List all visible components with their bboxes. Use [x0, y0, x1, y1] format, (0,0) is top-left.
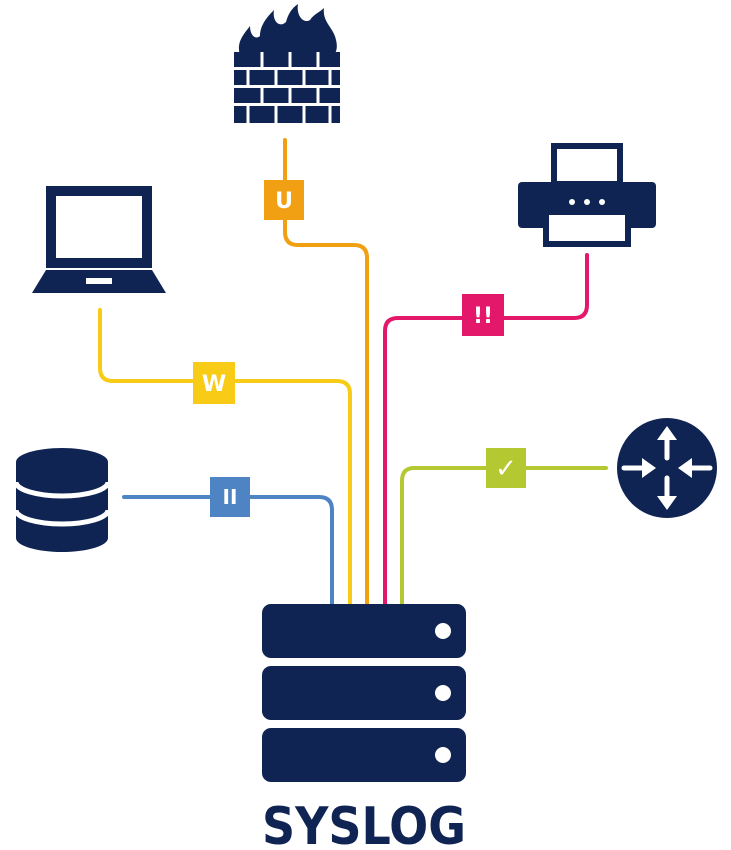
- router-icon: [617, 418, 717, 518]
- firewall-line: [283, 138, 369, 607]
- firewall-icon: [234, 4, 340, 123]
- badge-database: II: [210, 477, 250, 517]
- syslog-server-icon: [262, 604, 466, 782]
- syslog-title: SYSLOG: [262, 797, 466, 850]
- badge-label-info: II: [223, 485, 238, 509]
- badge-label-check: ✓: [495, 454, 517, 484]
- badge-router: ✓: [486, 448, 526, 488]
- database-icon: [13, 448, 111, 552]
- badge-laptop: W: [193, 362, 235, 404]
- laptop-icon: [32, 186, 166, 293]
- badge-label-warning: !!: [473, 304, 493, 329]
- badge-firewall: U: [264, 180, 304, 220]
- router-line: [400, 466, 608, 607]
- database-line: [122, 495, 334, 607]
- printer-icon: [518, 143, 656, 247]
- laptop-line: [98, 308, 352, 607]
- badge-label-w: W: [202, 372, 226, 397]
- badge-label-u: U: [275, 189, 293, 214]
- badge-printer: !!: [462, 294, 504, 336]
